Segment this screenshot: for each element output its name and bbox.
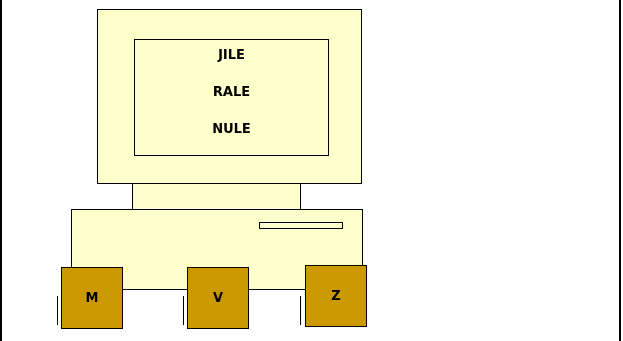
key-m: M <box>61 267 123 329</box>
monitor-stand <box>132 183 301 210</box>
screen-line-1: JILE <box>218 48 245 63</box>
key-m-marker <box>57 296 58 325</box>
key-v: V <box>187 267 249 329</box>
screen-line-2: RALE <box>212 85 251 100</box>
drive-slot <box>259 222 343 229</box>
key-v-marker <box>183 296 184 325</box>
screen-line-3: NULE <box>212 122 251 137</box>
key-z-marker <box>300 296 301 325</box>
monitor-screen: JILE RALE NULE <box>134 39 329 156</box>
key-z: Z <box>305 265 367 327</box>
monitor: JILE RALE NULE <box>97 9 362 184</box>
